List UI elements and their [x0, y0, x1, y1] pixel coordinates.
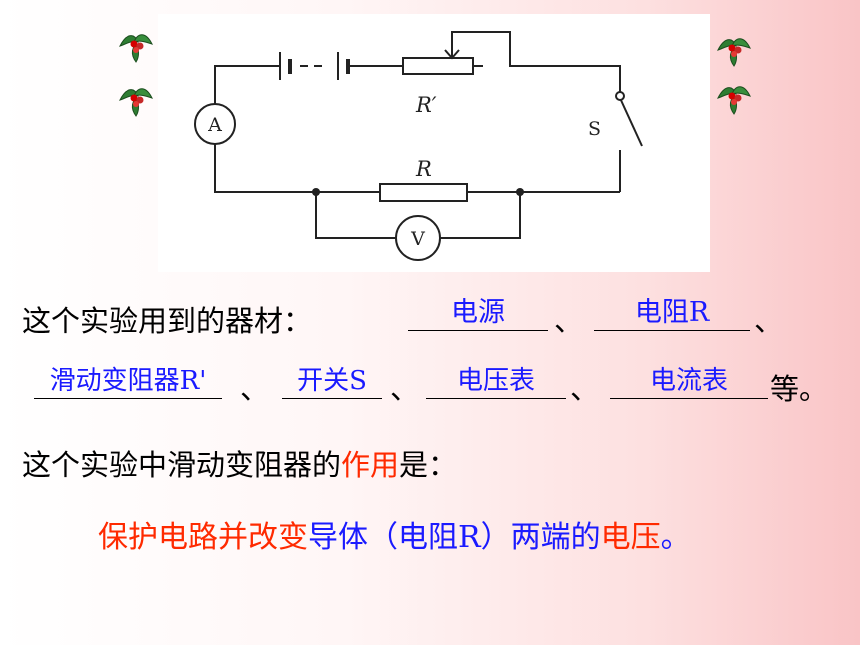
answer-part-period: 。: [660, 520, 691, 555]
ammeter-symbol: [194, 103, 236, 145]
answer-blank-voltmeter: 电压表: [426, 364, 566, 399]
circuit-diagram-panel: A V S R′ R: [158, 14, 710, 272]
junction-left: [312, 188, 320, 196]
rheostat-label: R′: [415, 93, 437, 117]
separator: 、: [570, 372, 600, 406]
holly-decoration-top-right: [717, 38, 751, 67]
separator: 、: [390, 372, 420, 406]
question-line: 这个实验中滑动变阻器的作用是：: [0, 442, 860, 482]
answer-blank-resistor: 电阻R: [594, 296, 750, 331]
resistor-body: [379, 183, 468, 202]
separator: 、: [754, 304, 784, 338]
resistor-label: R: [415, 157, 432, 181]
voltmeter-branch: [315, 192, 396, 239]
answer-blank-ammeter: 电流表: [610, 364, 768, 399]
answer-part-conductor: 导体（电阻R）两端的: [308, 520, 601, 555]
question-part-1: 这个实验中滑动变阻器的: [22, 448, 342, 482]
separator: 、: [240, 372, 270, 406]
answer-text: 保护电路并改变导体（电阻R）两端的电压。: [98, 512, 691, 556]
answer-blank-power-source: 电源: [408, 296, 548, 331]
holly-decoration-mid-left: [119, 88, 153, 117]
answer-line: 保护电路并改变导体（电阻R）两端的电压。: [0, 512, 860, 556]
ammeter-label: A: [207, 114, 222, 136]
voltmeter-symbol: [395, 215, 441, 261]
voltmeter-label: V: [410, 228, 425, 250]
question-highlight-function: 作用: [341, 448, 400, 482]
rheostat-slider-wire: [451, 31, 621, 94]
equipment-line-2: 滑动变阻器R' 、 开关S 、 电压表 、 电流表 等。: [0, 364, 860, 406]
question-text: 这个实验中滑动变阻器的作用是：: [22, 442, 457, 484]
answer-part-voltage: 电压: [600, 520, 661, 555]
holly-decoration-top-left: [119, 34, 153, 63]
circuit-diagram: A V S R′ R: [194, 31, 643, 261]
rheostat-slider-arrow: [444, 49, 460, 60]
switch-pivot: [615, 91, 625, 101]
separator: 、: [554, 304, 584, 338]
wire-bottom-left: [214, 144, 380, 193]
answer-blank-rheostat: 滑动变阻器R': [34, 364, 222, 399]
switch-label: S: [588, 118, 601, 140]
answer-blank-switch: 开关S: [282, 364, 382, 399]
junction-right: [516, 188, 524, 196]
holly-decoration-mid-right: [717, 86, 751, 115]
rheostat-body: [402, 57, 474, 75]
question-part-3: 是：: [399, 448, 458, 482]
voltmeter-branch-right: [440, 192, 521, 239]
answer-part-protect: 保护电路并改变: [98, 520, 308, 555]
equipment-suffix: 等。: [770, 372, 829, 406]
equipment-prompt: 这个实验用到的器材：: [22, 304, 313, 338]
equipment-line-1: 这个实验用到的器材： 电源 、 电阻R 、: [0, 296, 860, 338]
switch-blade: [619, 97, 643, 147]
